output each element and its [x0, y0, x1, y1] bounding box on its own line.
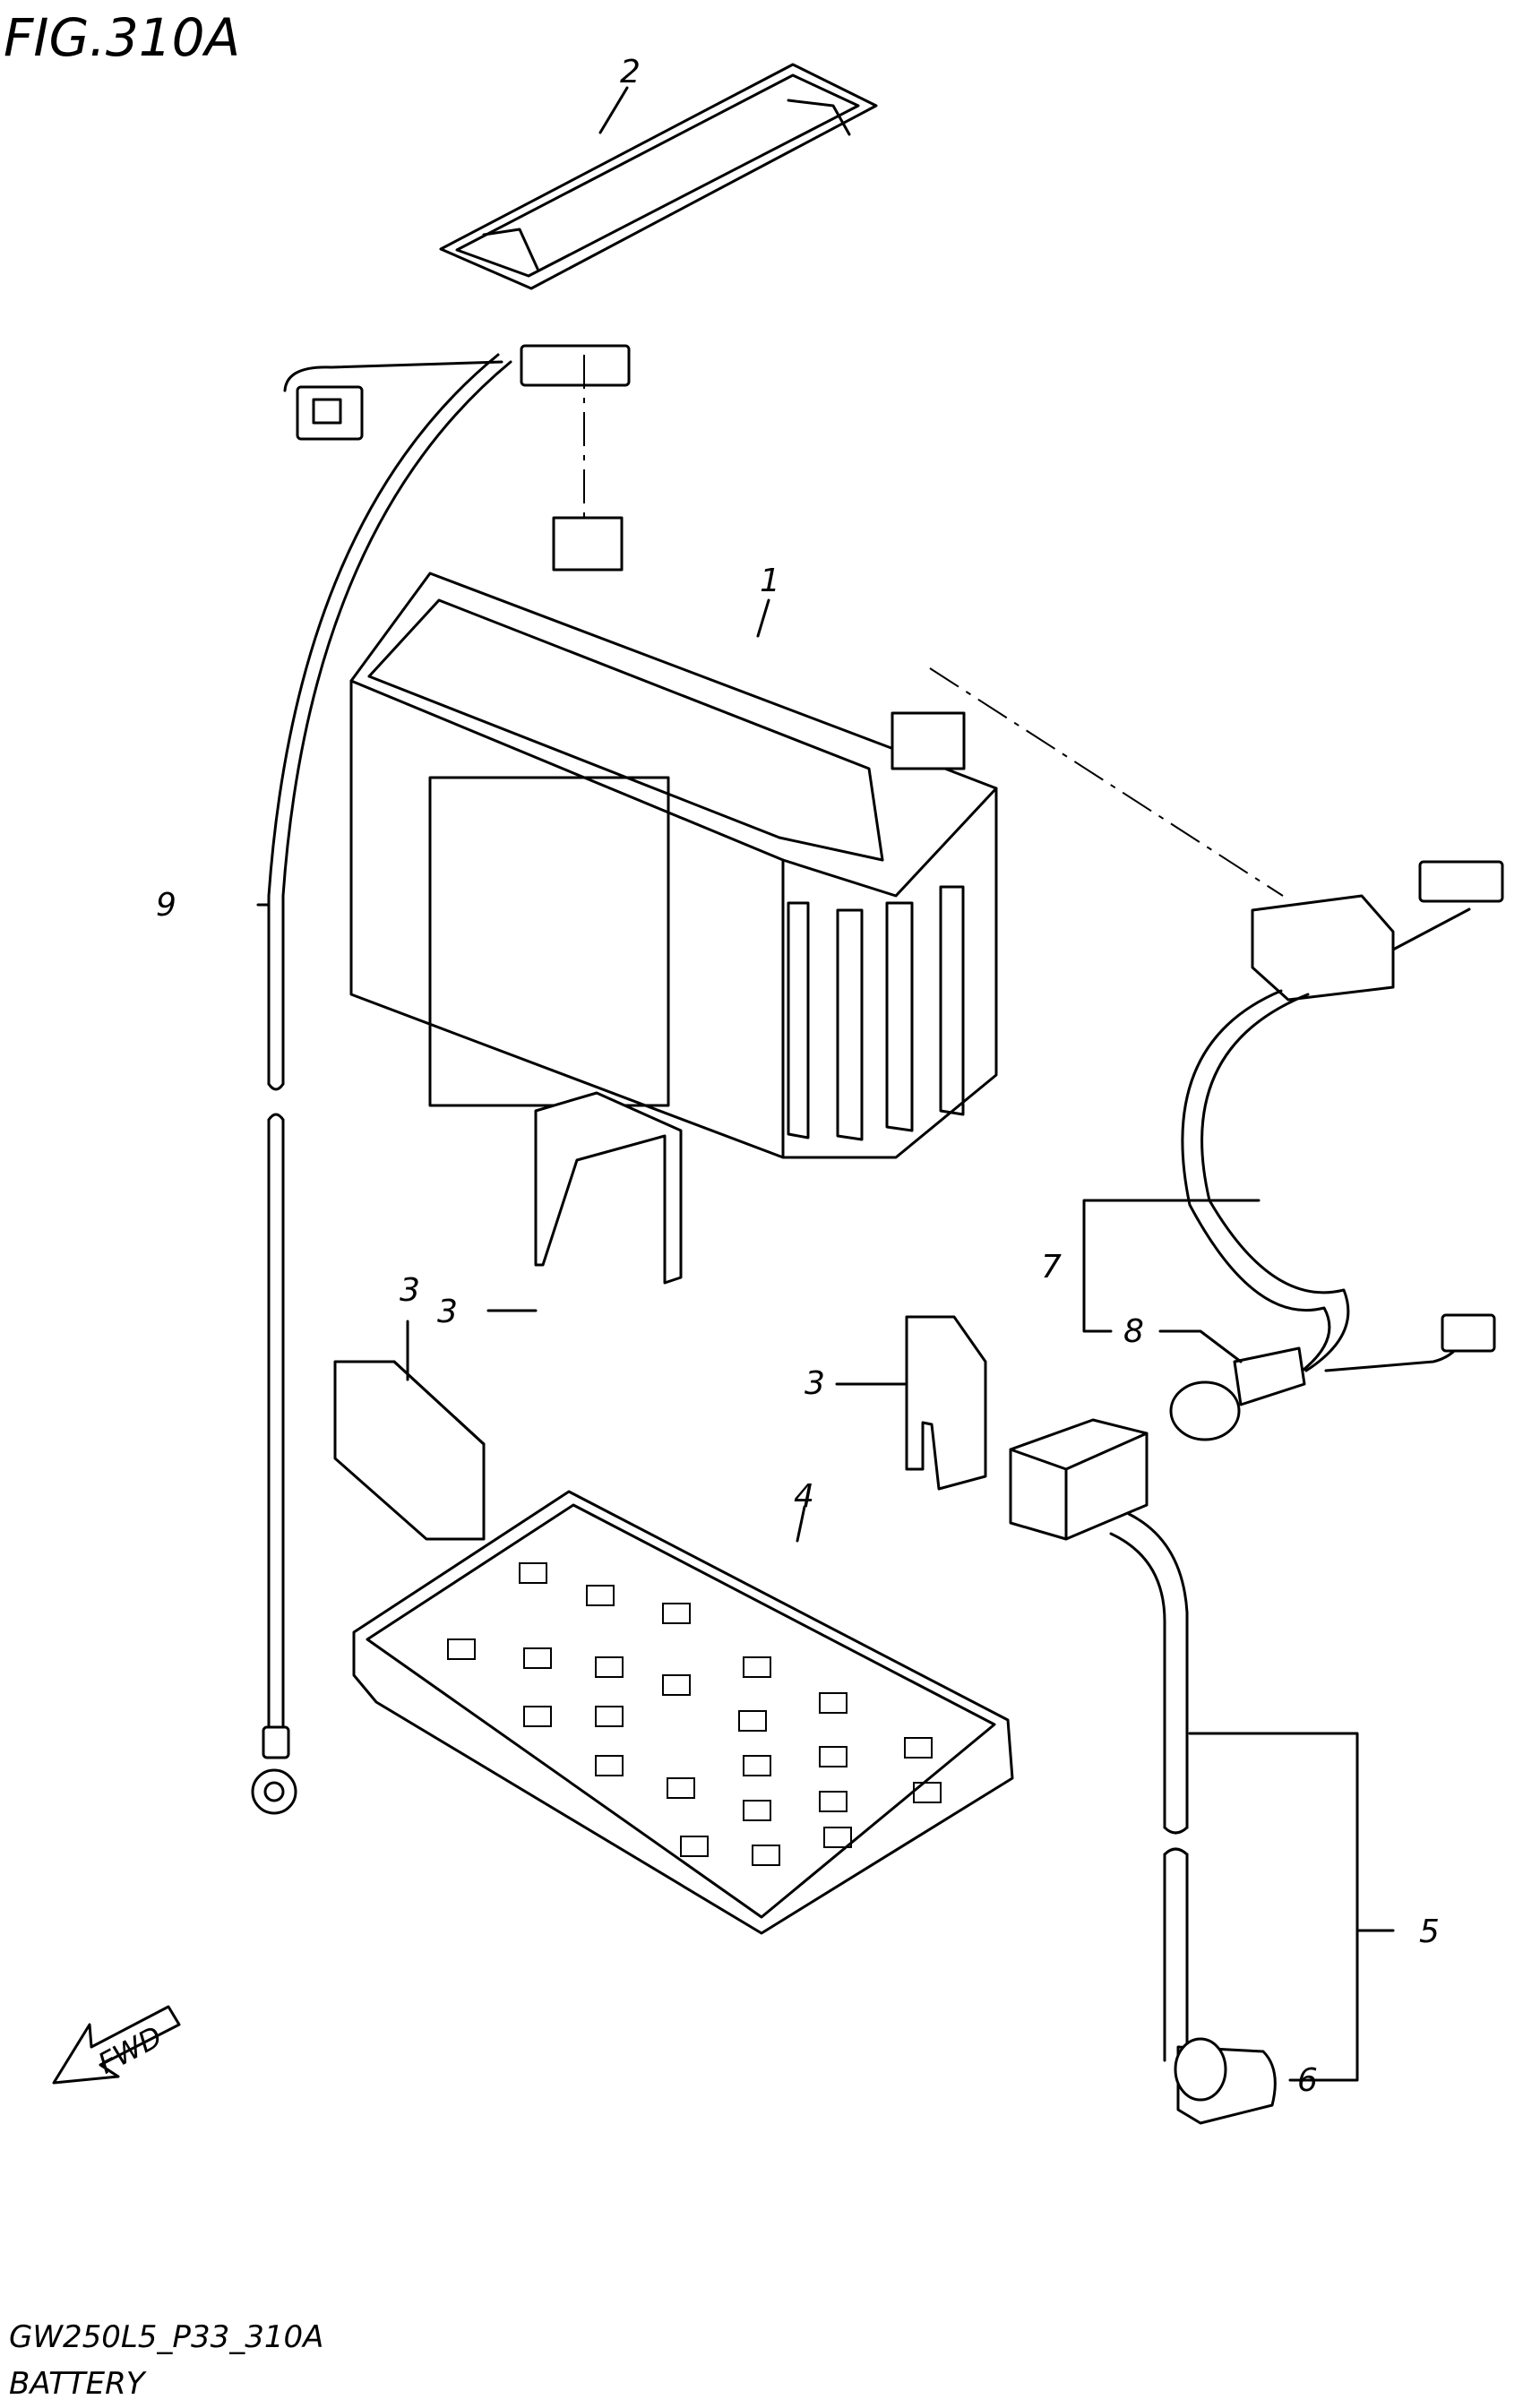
negative-lead: [1009, 1418, 1189, 2062]
callout-9: 9: [156, 887, 176, 924]
battery-cushion-b: [333, 1360, 486, 1541]
callout-6: 6: [1297, 2062, 1318, 2099]
harness-lead: [251, 344, 631, 1815]
figure-name: BATTERY: [9, 2366, 147, 2402]
fwd-arrow-icon: FWD: [52, 2005, 181, 2085]
callout-7: 7: [1041, 1249, 1062, 1286]
positive-lead: [1169, 860, 1504, 1441]
figure-code: GW250L5_P33_310A: [9, 2319, 323, 2355]
battery-cushion-a: [534, 1091, 683, 1285]
battery-band: [439, 63, 878, 290]
leader-lines: [256, 86, 1395, 2082]
battery: [349, 516, 998, 1159]
callout-5: 5: [1419, 1914, 1440, 1950]
callout-2: 2: [620, 54, 641, 90]
figure-title: FIG.310A: [4, 7, 240, 68]
callout-4: 4: [794, 1478, 814, 1515]
callout-3c: 3: [805, 1365, 825, 1402]
battery-tray: [352, 1490, 1014, 1935]
negative-cap: [1174, 2037, 1277, 2125]
battery-cushion-c: [905, 1315, 987, 1491]
callout-1: 1: [760, 563, 780, 599]
callout-3a: 3: [437, 1294, 458, 1330]
callout-8: 8: [1123, 1313, 1144, 1350]
callout-3b: 3: [400, 1272, 420, 1309]
